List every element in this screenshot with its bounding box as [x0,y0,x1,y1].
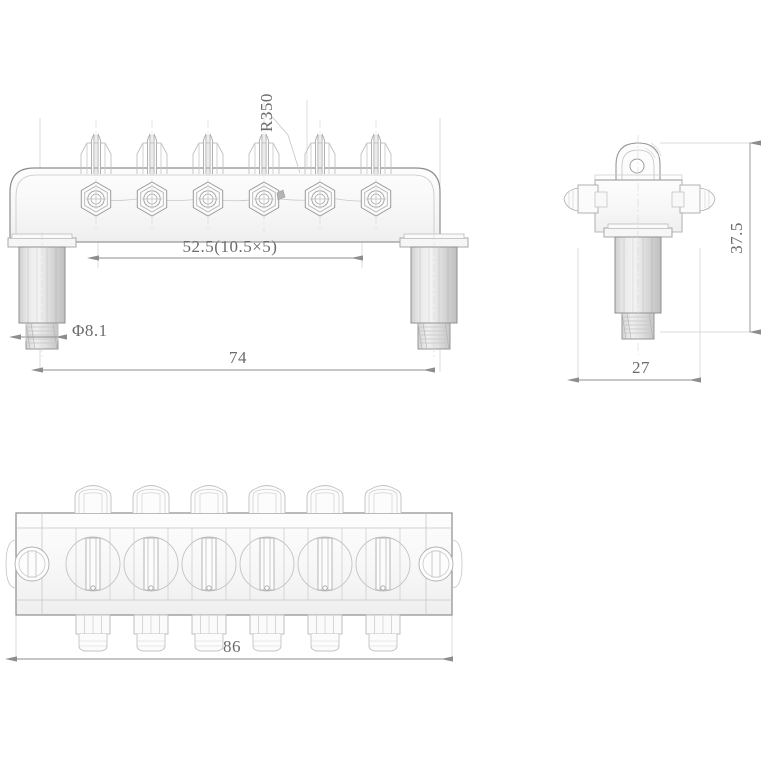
dim-r350: R350 [257,93,276,132]
dim-port-pitch: 52.5(10.5×5) [183,237,278,256]
top-right-ear [451,539,463,589]
front-stud-centerlines [41,232,435,360]
side-left-fitting [563,184,608,214]
front-port-tag [276,189,286,201]
side-right-fitting [671,184,716,214]
front-port-centerlines [95,100,377,232]
top-right-mount-hole [418,546,454,582]
dim-side-width: 27 [632,358,650,377]
top-left-ear [5,539,17,589]
top-view: 86 [5,485,463,662]
front-body-outline [9,167,441,243]
front-view: R350 52.5(10.5×5) Φ8.1 74 [7,93,469,373]
dim-overall-length-top: 86 [223,637,241,656]
r350-leader [267,100,308,174]
dim-side-height: 37.5 [727,222,746,254]
dim-thread-line [9,323,67,341]
top-left-mount-hole [14,546,50,582]
top-divider-ribs [75,528,401,600]
dim-thread-diameter: Φ8.1 [72,321,108,340]
front-body-inner-line [15,174,435,242]
side-projection-lines [577,142,752,382]
dim-overall-width-front: 74 [229,348,247,367]
side-view: 37.5 27 [563,135,761,383]
